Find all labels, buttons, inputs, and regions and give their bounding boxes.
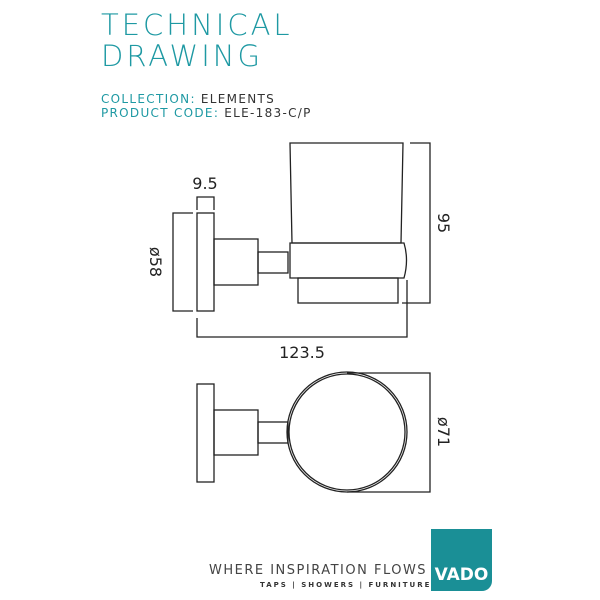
tumbler-top <box>288 373 406 491</box>
wall-plate-top <box>196 383 215 483</box>
title-line-2: DRAWING <box>101 39 263 73</box>
tumbler <box>289 142 404 244</box>
holder-ring <box>289 242 408 279</box>
collection-row: COLLECTION: ELEMENTS <box>101 92 275 106</box>
dim-plate-diameter-line <box>172 212 193 312</box>
boss <box>213 238 259 286</box>
holder-ring-top <box>286 371 408 493</box>
top-view <box>196 371 431 493</box>
subline: TAPS | SHOWERS | FURNITURE <box>260 581 432 589</box>
title-line-1: TECHNICAL <box>101 8 293 42</box>
tagline: WHERE INSPIRATION FLOWS <box>209 563 428 578</box>
product-code-value: ELE-183-C/P <box>224 106 312 120</box>
boss-top <box>213 409 259 456</box>
dim-thickness-line <box>196 196 215 210</box>
vado-logo: VADO <box>431 529 492 591</box>
collection-value: ELEMENTS <box>200 92 276 106</box>
dim-depth-label: 123.5 <box>279 343 325 362</box>
dim-depth-line <box>196 280 408 338</box>
product-code-label: PRODUCT CODE: <box>101 106 220 120</box>
dim-cup-diameter-line <box>347 372 431 493</box>
side-view <box>172 142 431 338</box>
arm-rod <box>257 251 289 274</box>
dim-height-line <box>402 142 431 304</box>
product-code-row: PRODUCT CODE: ELE-183-C/P <box>101 106 312 120</box>
dim-plate-diameter-label: ø58 <box>146 247 165 277</box>
dim-height-label: 95 <box>434 213 453 233</box>
dim-thickness-label: 9.5 <box>192 174 217 193</box>
dim-cup-diameter-label: ø71 <box>434 417 453 447</box>
wall-plate <box>196 212 215 312</box>
arm-rod-top <box>257 421 289 444</box>
collection-label: COLLECTION: <box>101 92 196 106</box>
tumbler-base <box>297 277 399 304</box>
